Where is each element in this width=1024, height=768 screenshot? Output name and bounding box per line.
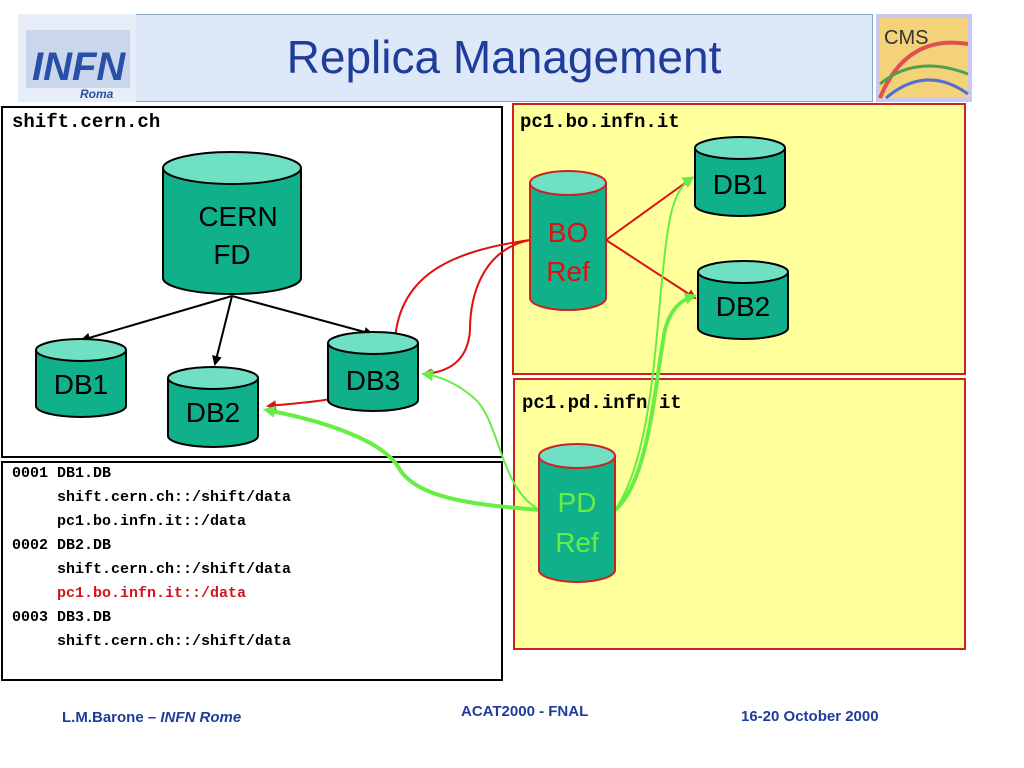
catalog-line: shift.cern.ch::/shift/data [12, 489, 292, 506]
catalog-line: 0002 DB2.DB [12, 537, 112, 554]
cern-db2-database-icon: DB2 [167, 366, 259, 448]
infn-logo-text: INFN [32, 45, 126, 89]
infn-logo: INFN Roma [18, 14, 136, 102]
cern-db2-label: DB2 [186, 397, 240, 428]
cms-logo-text: CMS [884, 27, 928, 49]
cern-fd-label-2: FD [213, 239, 250, 270]
page-title: Replica Management [286, 31, 722, 83]
cern-fd-label-1: CERN [198, 201, 277, 232]
infn-logo-sub: Roma [80, 87, 114, 101]
arrow-fd-db3 [231, 295, 374, 337]
catalog-list: 0001 DB1.DB shift.cern.ch::/shift/data p… [12, 462, 291, 654]
arrow-fd-db2 [212, 295, 233, 366]
catalog-line: shift.cern.ch::/shift/data [12, 561, 292, 578]
footer-author-name: L.M.Barone [62, 709, 144, 726]
catalog-line: shift.cern.ch::/shift/data [12, 633, 292, 650]
bo-ref-database-icon: BO Ref [529, 170, 607, 311]
cms-logo: CMS [876, 14, 972, 102]
arrow-bo-cern-db3 [422, 239, 531, 379]
cern-db1-database-icon: DB1 [35, 338, 127, 418]
bo-db1-database-icon: DB1 [694, 136, 786, 217]
cern-db3-label: DB3 [346, 365, 400, 396]
catalog-panel [1, 461, 503, 681]
title-banner [135, 14, 873, 102]
catalog-line: 0001 DB1.DB [12, 465, 112, 482]
cern-host-label: shift.cern.ch [12, 111, 161, 133]
catalog-line: pc1.bo.infn.it::/data [12, 513, 247, 530]
bo-db1-label: DB1 [713, 169, 767, 200]
pd-ref-database-icon: PD Ref [538, 443, 616, 583]
footer-conference: ACAT2000 - FNAL [461, 703, 589, 720]
bo-ref-label-2: Ref [546, 256, 590, 287]
cern-db1-label: DB1 [54, 369, 108, 400]
footer-dash: – [143, 709, 161, 726]
arrow-pd-db1 [614, 176, 695, 511]
pd-ref-label-2: Ref [555, 527, 599, 558]
cern-db3-database-icon: DB3 [327, 331, 419, 412]
arrow-bo-db1 [605, 176, 694, 241]
footer-author: L.M.Barone – INFN Rome [62, 709, 241, 726]
arrow-pd-db2 [613, 292, 697, 512]
arrow-pd-cern-db3 [421, 369, 541, 511]
footer-affiliation: INFN Rome [160, 709, 242, 726]
bo-host-label: pc1.bo.infn.it [520, 111, 680, 133]
pd-host-label: pc1.pd.infn.it [522, 392, 682, 414]
bo-db2-label: DB2 [716, 291, 770, 322]
cern-fd-database-icon: CERN FD [162, 151, 302, 295]
catalog-line-highlight: pc1.bo.infn.it::/data [12, 585, 247, 602]
pd-ref-label-1: PD [558, 487, 597, 518]
footer-dates: 16-20 October 2000 [741, 708, 879, 725]
arrow-bo-db2 [605, 239, 697, 300]
catalog-line: 0003 DB3.DB [12, 609, 112, 626]
arrow-fd-db1 [80, 295, 233, 343]
bo-db2-database-icon: DB2 [697, 260, 789, 340]
arrow-pd-cern-db2 [263, 405, 541, 512]
bo-ref-label-1: BO [548, 217, 588, 248]
